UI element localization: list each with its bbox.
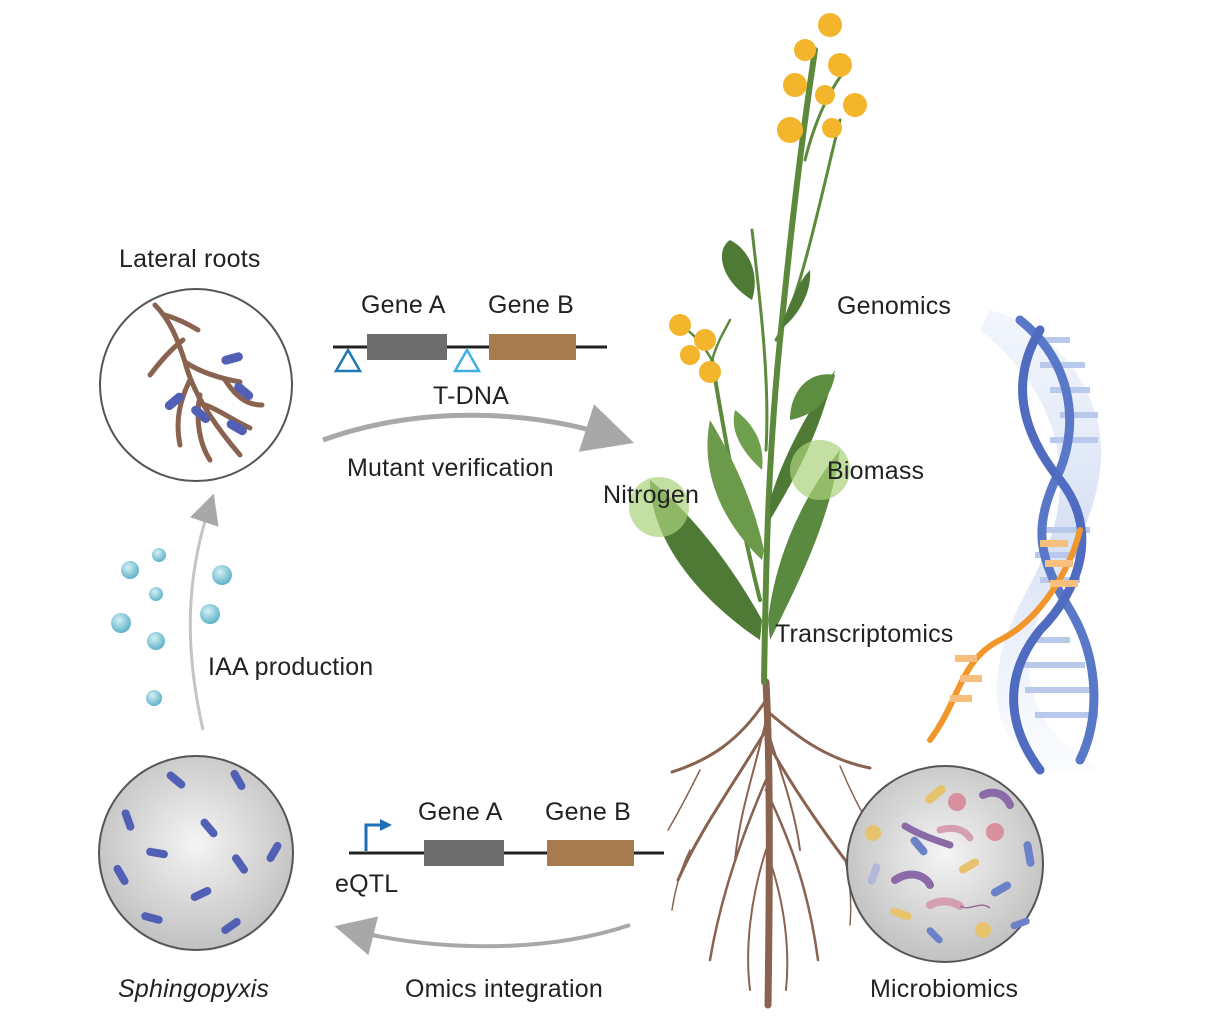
gene-a-top-label: Gene A xyxy=(361,291,446,319)
lateral-roots-illustration xyxy=(99,288,293,482)
root-bacteria xyxy=(164,352,254,436)
microbiomics-label: Microbiomics xyxy=(870,975,1019,1003)
sphingopyxis-label: Sphingopyxis xyxy=(118,975,270,1003)
gene-a-bottom-label: Gene A xyxy=(418,798,503,826)
nitrogen-highlight xyxy=(629,477,689,537)
iaa-production-label: IAA production xyxy=(208,653,374,681)
eqtl-label: eQTL xyxy=(335,870,399,898)
biomass-label: Biomass xyxy=(827,457,925,485)
t-dna-gene-construct xyxy=(333,334,607,373)
iaa-production-arrow xyxy=(188,493,219,731)
t-dna-insertion-marker-1 xyxy=(333,347,363,373)
gene-b-bottom-label: Gene B xyxy=(545,798,631,826)
t-dna-label: T-DNA xyxy=(433,382,509,410)
plant-leaves xyxy=(650,240,840,640)
genomics-label: Genomics xyxy=(837,292,952,320)
eqtl-gene-construct xyxy=(349,819,664,866)
gene-b-box-top xyxy=(489,334,576,360)
gene-a-box-top xyxy=(367,334,447,360)
sphingopyxis-sphere xyxy=(98,755,294,951)
mutant-verification-label: Mutant verification xyxy=(347,454,554,482)
dna-base-pairs xyxy=(1020,337,1098,718)
plant-roots xyxy=(667,678,873,1009)
dna-helix xyxy=(927,310,1102,775)
gene-a-box-bottom xyxy=(424,840,504,866)
lateral-roots-label: Lateral roots xyxy=(119,245,261,273)
microbiomics-sphere xyxy=(846,765,1044,963)
flower-cluster-mid xyxy=(669,314,721,383)
transcriptomics-label: Transcriptomics xyxy=(775,620,954,648)
dna-strand-2 xyxy=(1009,325,1087,775)
nitrogen-label: Nitrogen xyxy=(603,481,700,509)
microbiome-microbes xyxy=(865,785,1035,944)
gene-b-box-bottom xyxy=(547,840,634,866)
flower-cluster-top xyxy=(777,13,867,143)
omics-integration-label: Omics integration xyxy=(405,975,603,1003)
plant-illustration xyxy=(629,13,873,1009)
iaa-molecules xyxy=(111,548,232,706)
dna-strand-1 xyxy=(1015,315,1099,765)
lateral-root-branches xyxy=(147,302,265,463)
omics-integration-arrow xyxy=(334,916,631,956)
t-dna-insertion-marker-2 xyxy=(452,347,482,373)
sphingopyxis-bacteria xyxy=(113,769,282,935)
gene-b-top-label: Gene B xyxy=(488,291,574,319)
mutant-verification-arrow xyxy=(322,404,635,452)
rna-bases xyxy=(950,540,1078,702)
biomass-highlight xyxy=(790,440,850,500)
promoter-arrow xyxy=(364,823,383,851)
